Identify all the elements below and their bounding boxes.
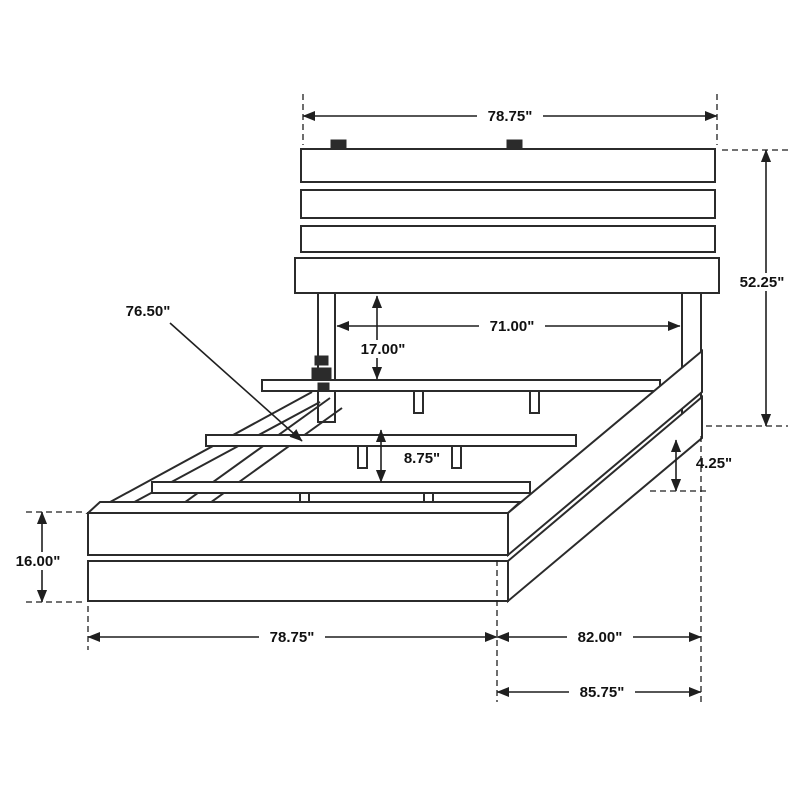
side-rail-lower-board xyxy=(507,394,703,604)
slat-cleat xyxy=(413,390,424,414)
headboard xyxy=(294,139,720,294)
headboard-slat-4 xyxy=(294,257,720,294)
mounting-tab-right xyxy=(506,139,523,150)
dim-rail-board-height-label: 4.25" xyxy=(696,455,732,472)
dim-frame-length-label: 82.00" xyxy=(578,629,623,646)
right-side-rail xyxy=(507,348,703,604)
bracket-hardware xyxy=(311,355,332,392)
slat-rail-middle xyxy=(205,434,577,469)
dim-frame-length: 82.00" xyxy=(496,436,702,702)
dim-headboard-width: 78.75" xyxy=(302,94,718,145)
left-side-rail-lines xyxy=(89,391,343,514)
dim-footboard-height-label: 16.00" xyxy=(16,553,61,570)
dim-headboard-height: 52.25" xyxy=(706,149,795,427)
dim-slat-support-height: 8.75" xyxy=(375,429,449,483)
dim-headboard-height-label: 52.25" xyxy=(740,274,785,291)
dim-leg-height-label: 17.00" xyxy=(361,341,406,358)
bed-drawing xyxy=(85,139,720,604)
slat-cleat xyxy=(451,445,462,469)
dim-slat-support-height-label: 8.75" xyxy=(404,450,440,467)
dim-side-rail-length-label: 76.50" xyxy=(126,303,171,320)
dim-overall-length: 85.75" xyxy=(496,683,702,701)
dim-between-legs: 71.00" xyxy=(336,317,681,335)
headboard-slat-1 xyxy=(300,148,716,183)
footboard-plank-top xyxy=(87,512,509,556)
side-rail-upper-board xyxy=(507,348,703,558)
dim-footboard-height: 16.00" xyxy=(5,511,84,603)
headboard-slat-3 xyxy=(300,225,716,253)
mounting-tab-left xyxy=(330,139,347,150)
dim-footboard-width: 78.75" xyxy=(87,560,498,702)
dimensions: 78.75" 52.25" 71.00" 17.00" 76.50" xyxy=(5,94,795,702)
slat-cleat xyxy=(529,390,540,414)
dim-overall-length-label: 85.75" xyxy=(580,684,625,701)
dim-footboard-width-label: 78.75" xyxy=(270,629,315,646)
footboard xyxy=(85,501,523,602)
dim-headboard-width-label: 78.75" xyxy=(488,108,533,125)
dim-side-rail-length: 76.50" xyxy=(115,302,303,442)
dim-between-legs-label: 71.00" xyxy=(490,318,535,335)
footboard-plank-bottom xyxy=(87,560,509,602)
dim-leg-height: 17.00" xyxy=(350,295,416,380)
footboard-top-face xyxy=(85,501,523,514)
slat-cleat xyxy=(357,445,368,469)
headboard-slat-2 xyxy=(300,189,716,219)
